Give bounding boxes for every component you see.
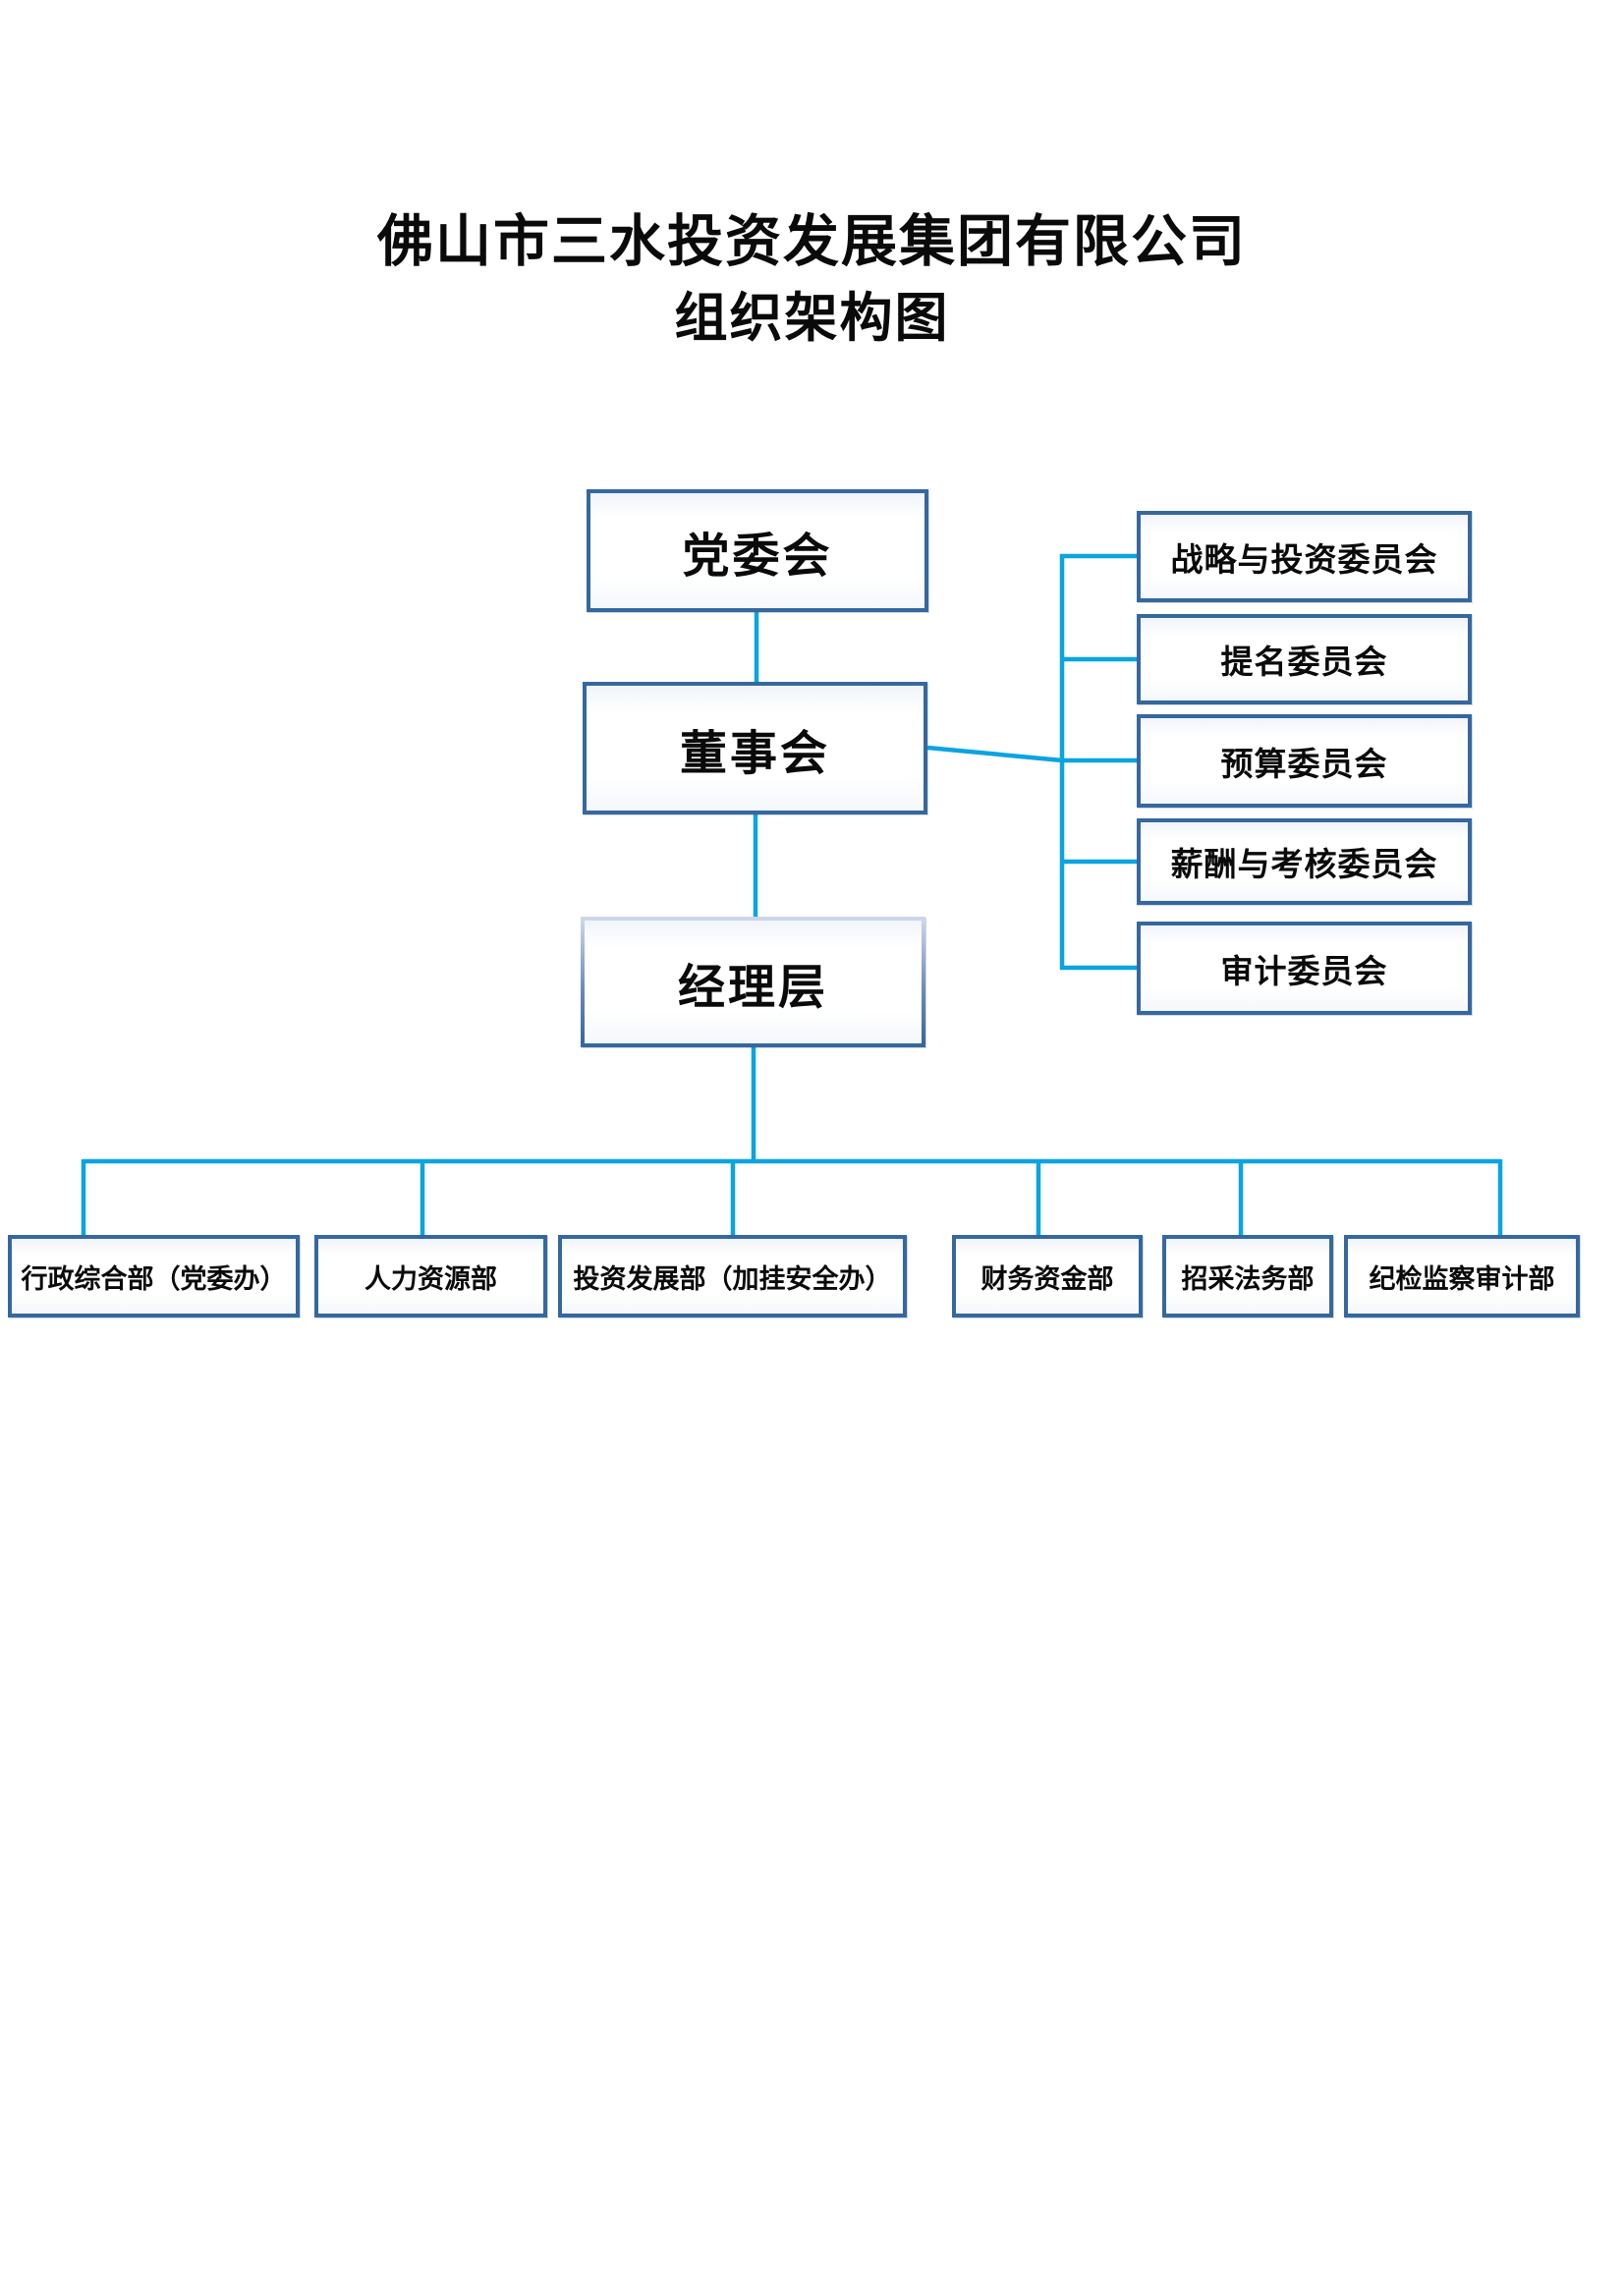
page-title: 佛山市三水投资发展集团有限公司 组织架构图 [0,204,1624,355]
management-layer-box: 经理层 [581,917,925,1047]
board-of-directors-box: 董事会 [583,682,927,814]
department-box-human-resources: 人力资源部 [314,1235,547,1317]
committee-box-strategy-investment: 战略与投资委员会 [1137,511,1472,602]
department-box-finance-treasury: 财务资金部 [952,1235,1143,1317]
department-box-admin-general: 行政综合部（党委办） [8,1235,300,1317]
company-name: 佛山市三水投资发展集团有限公司 [377,211,1247,273]
connector-board-trunk [926,745,1063,763]
committee-box-audit: 审计委员会 [1137,922,1472,1015]
committee-box-remuneration-assessment: 薪酬与考核委员会 [1137,818,1472,905]
department-box-procurement-legal: 招采法务部 [1162,1235,1333,1317]
committee-box-nomination: 提名委员会 [1137,614,1472,704]
committee-box-budget: 预算委员会 [1137,714,1472,808]
department-box-discipline-supervision-audit: 纪检监察审计部 [1344,1235,1580,1317]
party-committee-box: 党委会 [587,489,928,612]
chart-subtitle: 组织架构图 [674,288,950,348]
department-box-investment-development: 投资发展部（加挂安全办） [558,1235,907,1317]
